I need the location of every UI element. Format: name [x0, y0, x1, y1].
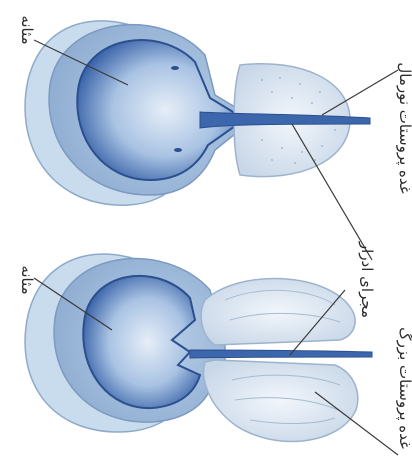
label-bladder-bottom: مثانه — [18, 265, 36, 294]
enlarged-urethra — [190, 350, 372, 358]
label-urethra: مجرای ادرار — [358, 241, 376, 318]
label-bladder-top: مثانه — [18, 15, 36, 44]
enlarged-bladder — [25, 254, 225, 432]
label-normal-prostate: غده پروستات نورمال — [395, 62, 412, 193]
label-enlarged-prostate: غده پروستات بزرگ — [395, 327, 412, 449]
